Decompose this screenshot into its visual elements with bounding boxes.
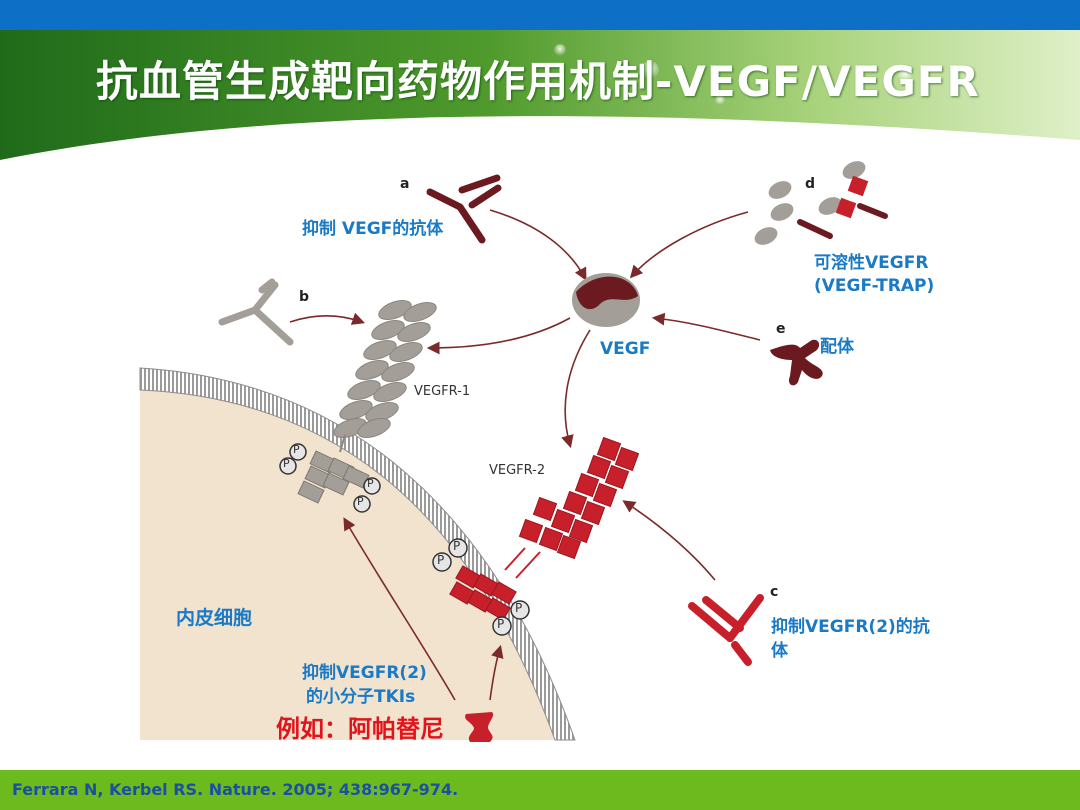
label-tki-line1: 抑制VEGFR(2): [302, 663, 427, 683]
vegfr1-kinase: [297, 434, 370, 504]
vegf-ligand: [572, 273, 640, 327]
antibody-c: [688, 594, 764, 666]
phospho-label: P: [497, 617, 505, 631]
antibody-a: [426, 174, 502, 244]
panel-letter-c: c: [770, 584, 779, 600]
label-antibody-vegfr2-line1: 抑制VEGFR(2)的抗: [771, 617, 930, 637]
panel-letter-a: a: [400, 176, 410, 192]
ligand-e: [770, 339, 823, 386]
example-apatinib: 例如：阿帕替尼: [276, 715, 444, 743]
panel-letter-b: b: [299, 289, 310, 305]
label-vegf: VEGF: [600, 339, 651, 359]
phospho-label: P: [357, 495, 364, 508]
phospho-label: P: [437, 553, 445, 567]
header-band: [0, 30, 1080, 160]
phospho-label: P: [515, 601, 523, 615]
footer-bar: [0, 770, 1080, 810]
panel-letter-e: e: [776, 321, 786, 337]
phospho-label: P: [367, 477, 374, 490]
label-antibody-vegfr2-line2: 体: [771, 641, 788, 661]
label-ligand: 配体: [820, 337, 854, 357]
label-endothelial-cell: 内皮细胞: [176, 607, 253, 629]
leaf-background: [0, 30, 1080, 160]
phosphate-groups: [279, 443, 530, 636]
antibody-b: [218, 278, 294, 346]
label-tki-line2: 的小分子TKIs: [306, 687, 416, 707]
vegf-pathway-diagram: [139, 161, 888, 742]
label-soluble-vegfr-line1: 可溶性VEGFR: [814, 253, 929, 273]
endothelial-cell: [140, 378, 560, 740]
tki-drug-icon: [465, 712, 494, 742]
soluble-vegfr-d: [754, 161, 888, 245]
label-antibody-vegf: 抑制 VEGF的抗体: [302, 219, 444, 239]
label-vegfr2: VEGFR-2: [489, 463, 546, 478]
slide-title: 抗血管生成靶向药物作用机制-VEGF/VEGFR: [96, 57, 980, 106]
phospho-label: P: [293, 443, 300, 456]
vegfr2-receptor: [518, 436, 640, 560]
top-bar: [0, 0, 1080, 30]
panel-letter-d: d: [805, 176, 816, 192]
phospho-label: P: [453, 539, 461, 553]
vegfr1-receptor: [333, 299, 437, 439]
vegfr2-kinase: [449, 547, 541, 621]
cell-membrane: [139, 367, 576, 741]
label-vegfr1: VEGFR-1: [414, 384, 471, 399]
citation: Ferrara N, Kerbel RS. Nature. 2005; 438:…: [12, 780, 459, 799]
label-soluble-vegfr-line2: (VEGF-TRAP): [814, 276, 935, 296]
phospho-label: P: [283, 457, 290, 470]
